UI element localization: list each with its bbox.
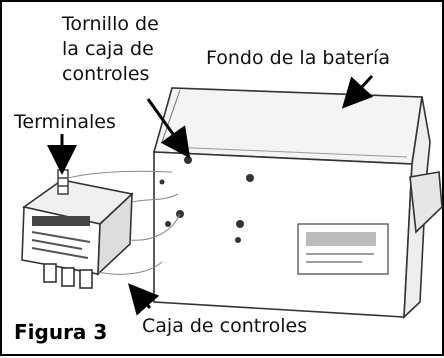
terminals-label: Terminales [14, 111, 116, 133]
screw-label: Tornillo de la caja de controles [62, 13, 159, 85]
battery-label [297, 223, 389, 275]
battery-bottom-label: Fondo de la batería [206, 47, 390, 69]
wires [67, 170, 181, 275]
battery-box [152, 87, 443, 319]
terminals [57, 169, 69, 195]
control-box [21, 179, 134, 289]
screw-dots [159, 156, 254, 243]
figure-number: Figura 3 [14, 320, 108, 344]
control-box-label: Caja de controles [142, 315, 308, 337]
callout-arrows [47, 74, 374, 316]
